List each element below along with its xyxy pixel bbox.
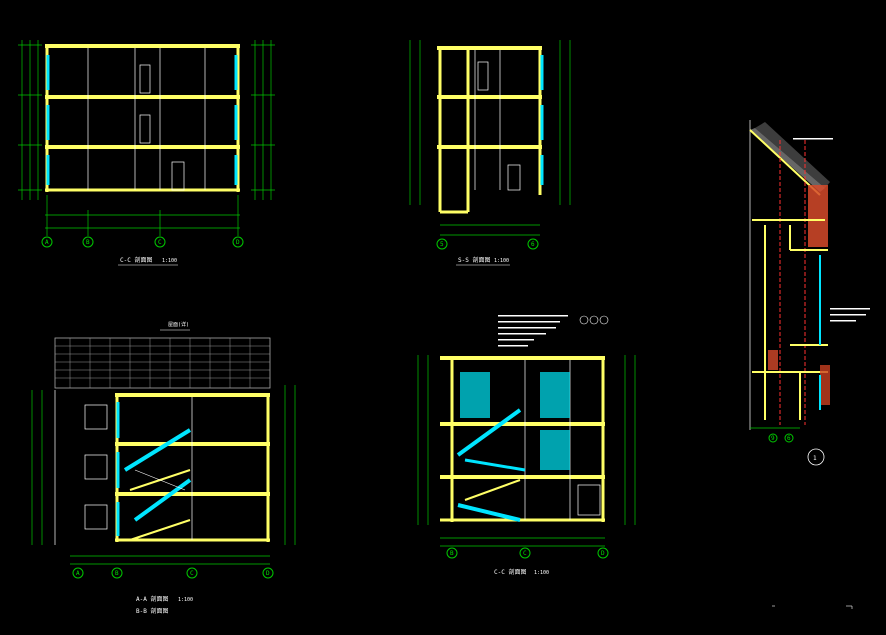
axis-label: A bbox=[76, 570, 80, 577]
section-aa-drawing: 屋面(详) A B C D A-A 剖面图 1:10 bbox=[31, 321, 296, 615]
axis-label: D bbox=[266, 570, 270, 577]
axis-label: C bbox=[158, 239, 162, 246]
drawing-title: C-C 剖面图 bbox=[494, 568, 526, 576]
axis-label: C bbox=[523, 550, 527, 557]
drawing-scale: 1:100 bbox=[162, 258, 177, 264]
axis-label: D bbox=[601, 550, 605, 557]
axis-label: 5 bbox=[440, 241, 444, 248]
axis-label: B bbox=[86, 239, 90, 246]
axis-label: 6 bbox=[531, 241, 535, 248]
drawing-title: A-A 剖面图 bbox=[136, 595, 168, 603]
drawing-title: C-C 剖面图 bbox=[120, 256, 152, 264]
axis-label: C bbox=[190, 570, 194, 577]
drawing-title-2: B-B 剖面图 bbox=[136, 607, 168, 615]
detail-number: 1 bbox=[813, 455, 817, 462]
section-ss-drawing: 5 6 S-S 剖面图 1:100 bbox=[409, 40, 571, 266]
drawing-scale: 1:100 bbox=[178, 597, 193, 603]
roof-label: 屋面(详) bbox=[168, 321, 189, 328]
drawing-title: S-S 剖面图 bbox=[458, 256, 490, 264]
section-ce-drawing: A B C D C-C 剖面图 1:100 bbox=[18, 40, 275, 266]
axis-label: B bbox=[450, 550, 454, 557]
detail-1-drawing: 9 6 1 bbox=[749, 120, 870, 466]
sheet-corner-marks bbox=[772, 605, 853, 609]
detail-number-bubble bbox=[807, 448, 825, 466]
section-ee-drawing: B C D C-C 剖面图 1:100 bbox=[417, 315, 636, 576]
axis-label: 9 bbox=[771, 435, 775, 442]
drawing-scale: 1:100 bbox=[534, 570, 549, 576]
axis-label: A bbox=[45, 239, 49, 246]
drawing-scale: 1:100 bbox=[494, 258, 509, 264]
axis-label: 6 bbox=[787, 435, 791, 442]
axis-label: B bbox=[115, 570, 119, 577]
axis-label: D bbox=[236, 239, 240, 246]
